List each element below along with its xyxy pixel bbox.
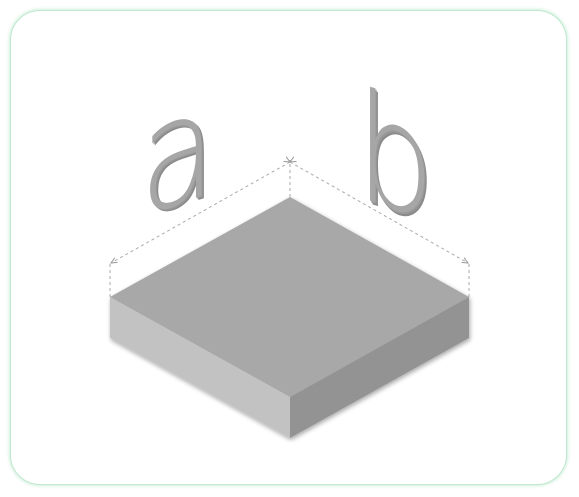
dimension-label-b: b b b: [356, 58, 437, 262]
dimension-label-a: a a a: [140, 53, 218, 255]
label-b-mid: b: [357, 60, 435, 260]
label-b: b: [356, 58, 434, 258]
dimension-guides: [109, 160, 470, 297]
label-a-side: a: [142, 56, 217, 255]
slab-left-face: [110, 297, 290, 438]
dimension-arrow-a: [111, 162, 290, 263]
label-b-side: b: [358, 62, 436, 262]
label-a-mid: a: [141, 54, 216, 253]
dimension-arrow-b: [290, 162, 468, 263]
slab-right-face: [290, 297, 469, 438]
label-a: a: [140, 53, 215, 252]
